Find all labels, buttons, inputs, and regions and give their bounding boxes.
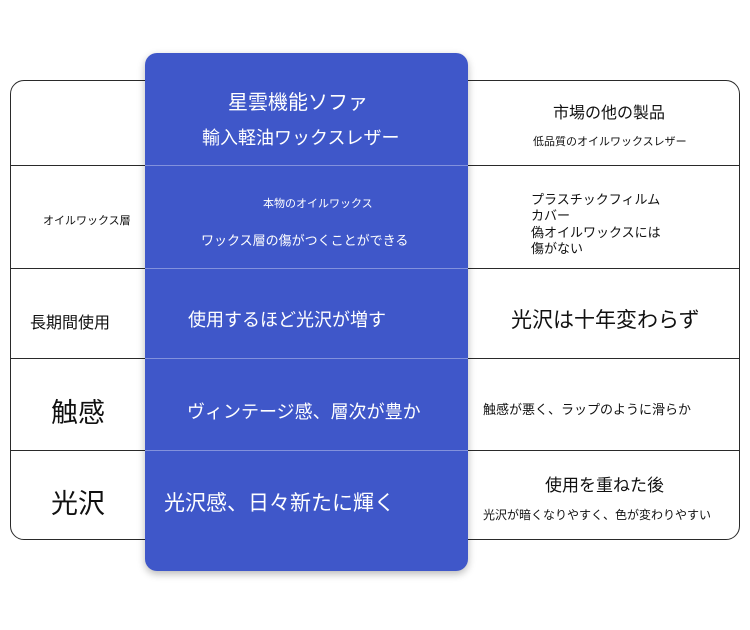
row-label-gloss: 光沢	[51, 489, 105, 520]
row-label-oil-wax-layer: オイルワックス層	[43, 214, 131, 227]
market-title: 市場の他の製品	[553, 103, 666, 122]
product-oil-wax-line1: 本物のオイルワックス	[263, 197, 373, 210]
product-gloss: 光沢感、日々新たに輝く	[164, 491, 395, 515]
market-gloss-line2: 光沢が暗くなりやすく、色が変わりやすい	[483, 508, 712, 522]
column-divider	[145, 268, 468, 269]
product-touch: ヴィンテージ感、層次が豊か	[187, 402, 421, 423]
product-title: 星雲機能ソファ	[228, 90, 368, 114]
market-subtitle: 低品質のオイルワックスレザー	[533, 135, 687, 148]
product-oil-wax-line2: ワックス層の傷がつくことができる	[201, 234, 409, 249]
market-long-term-use: 光沢は十年変わらず	[511, 308, 700, 332]
market-gloss-line1: 使用を重ねた後	[545, 476, 664, 496]
market-oil-wax-line3: 偽オイルワックスには	[531, 226, 661, 241]
row-label-long-term-use: 長期間使用	[30, 313, 111, 332]
product-long-term-use: 使用するほど光沢が増す	[188, 310, 386, 331]
market-oil-wax-line1: プラスチックフィルム	[531, 193, 661, 208]
column-divider	[145, 165, 468, 166]
market-oil-wax-line4: 傷がない	[531, 242, 584, 257]
column-divider	[145, 450, 468, 451]
row-label-touch: 触感	[51, 398, 105, 429]
market-touch: 触感が悪く、ラップのように滑らか	[483, 403, 692, 418]
column-divider	[145, 358, 468, 359]
product-highlight-column	[145, 53, 468, 571]
market-oil-wax-line2: カバー	[531, 209, 571, 224]
product-subtitle: 輸入軽油ワックスレザー	[202, 128, 400, 149]
